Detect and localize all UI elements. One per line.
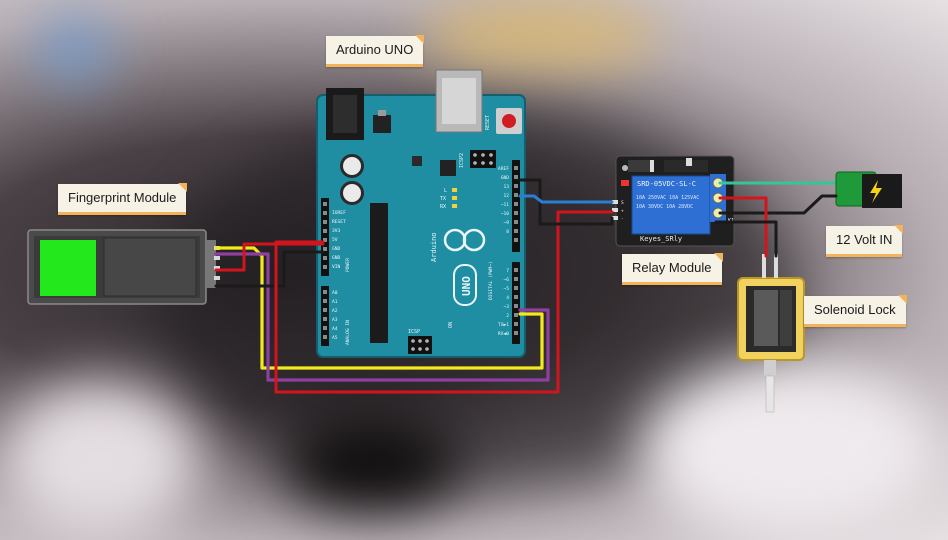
analog-header bbox=[321, 286, 329, 346]
pin-8-label: 8 bbox=[506, 229, 509, 235]
relay-module-label: Relay Module bbox=[622, 253, 722, 285]
relay-part-text: SRD-05VDC-SL-C bbox=[637, 180, 696, 188]
solenoid-lock bbox=[737, 254, 805, 413]
dc-power-jack bbox=[835, 171, 902, 208]
wire-purple bbox=[214, 252, 550, 382]
background-blob bbox=[640, 360, 940, 540]
pin-12-label: 12 bbox=[503, 193, 509, 199]
pin-10-label: ~10 bbox=[501, 211, 510, 217]
led-rx-label: RX bbox=[440, 204, 446, 210]
pin-5-label: ~5 bbox=[503, 286, 509, 292]
on-label: ON bbox=[448, 322, 454, 328]
lightning-icon bbox=[870, 180, 882, 203]
pin-a0-label: A0 bbox=[332, 290, 338, 296]
pin-13-label: 13 bbox=[503, 184, 509, 190]
wire-black bbox=[718, 194, 838, 215]
background-blob bbox=[420, 0, 660, 70]
arduino-uno-label: Arduino UNO bbox=[326, 35, 425, 67]
relay-pin-s-label: S bbox=[621, 200, 624, 206]
wire-black bbox=[518, 178, 614, 226]
relay-cube bbox=[631, 175, 711, 235]
pin-a2-label: A2 bbox=[332, 308, 338, 314]
relay-rating-text: 10A 250VAC 10A 125VAC bbox=[636, 195, 699, 201]
pin-a1-label: A1 bbox=[332, 299, 338, 305]
digital-header-lower bbox=[512, 262, 520, 344]
wire-red bbox=[214, 242, 325, 272]
analog-header-label: ANALOG IN bbox=[345, 320, 351, 345]
icsp2-label: ICSP2 bbox=[459, 153, 465, 168]
pin-11-label: ~11 bbox=[501, 202, 510, 208]
pin-tx-label: TX▶1 bbox=[498, 322, 509, 328]
arduino-brand-text: Arduino bbox=[430, 232, 438, 262]
pin-aref-label: AREF bbox=[498, 166, 509, 172]
wire-black bbox=[714, 220, 778, 258]
led-l-label: L bbox=[444, 188, 447, 194]
pin-5v-label: 5V bbox=[332, 237, 338, 243]
pin-a5-label: A5 bbox=[332, 335, 338, 341]
wire-yellow bbox=[214, 246, 544, 370]
wire-red bbox=[718, 196, 768, 258]
icsp-label: ICSP bbox=[408, 329, 420, 335]
svg-text:UNO: UNO bbox=[460, 276, 473, 296]
led-tx-label: TX bbox=[440, 196, 446, 202]
pin-ioref-label: IOREF bbox=[332, 210, 346, 216]
background-blob bbox=[0, 380, 200, 540]
relay-module: SRD-05VDC-SL-C 10A 250VAC 10A 125VAC 10A… bbox=[612, 155, 735, 247]
reset-label: RESET bbox=[485, 115, 491, 130]
pin-rx-label: RX◀0 bbox=[498, 331, 509, 337]
wire-red bbox=[274, 210, 614, 394]
relay-rating-text: 10A 30VDC 10A 28VDC bbox=[636, 204, 693, 210]
power-input-label: 12 Volt IN bbox=[826, 225, 904, 257]
pin-gnd-label: GND bbox=[501, 175, 510, 181]
pin-3v3-label: 3V3 bbox=[332, 228, 341, 234]
pin-vin-label: VIN bbox=[332, 264, 341, 270]
pin-7-label: 7 bbox=[506, 268, 509, 274]
pin-9-label: ~9 bbox=[503, 220, 509, 226]
arduino-board: RESET ICSP2 L TX RX Arduino UN bbox=[316, 69, 526, 358]
atmega-chip bbox=[370, 203, 388, 343]
fingerprint-sensor-window bbox=[40, 240, 96, 296]
wire-blue bbox=[518, 194, 614, 204]
relay-maker-text: Keyes_SRly bbox=[640, 235, 682, 243]
solenoid-lock-label: Solenoid Lock bbox=[804, 295, 907, 327]
uno-badge: UNO bbox=[453, 264, 477, 306]
icsp-header bbox=[408, 336, 432, 354]
background-blob bbox=[280, 420, 460, 510]
pin-a3-label: A3 bbox=[332, 317, 338, 323]
wire-black bbox=[214, 250, 325, 288]
pin-3-label: ~3 bbox=[503, 304, 509, 310]
pin-gnd-label: GND bbox=[332, 246, 341, 252]
fingerprint-module-label: Fingerprint Module bbox=[58, 183, 188, 215]
power-header-label: POWER bbox=[345, 258, 351, 272]
pin-reset-label: RESET bbox=[332, 219, 346, 225]
power-header bbox=[321, 198, 329, 276]
pin-2-label: 2 bbox=[506, 313, 509, 319]
pin-a4-label: A4 bbox=[332, 326, 338, 332]
relay-pin-minus-label: - bbox=[621, 217, 624, 222]
pin-gnd-label: GND bbox=[332, 255, 341, 261]
arduino-logo: Arduino bbox=[430, 228, 486, 262]
relay-pin-plus-label: + bbox=[621, 209, 624, 214]
fingerprint-module bbox=[27, 229, 220, 305]
wires bbox=[214, 178, 838, 394]
pin-4-label: 4 bbox=[506, 295, 509, 301]
digital-header-label: DIGITAL (PWM~) bbox=[488, 261, 494, 300]
pin-6-label: ~6 bbox=[503, 277, 509, 283]
background-blob bbox=[40, 20, 110, 80]
